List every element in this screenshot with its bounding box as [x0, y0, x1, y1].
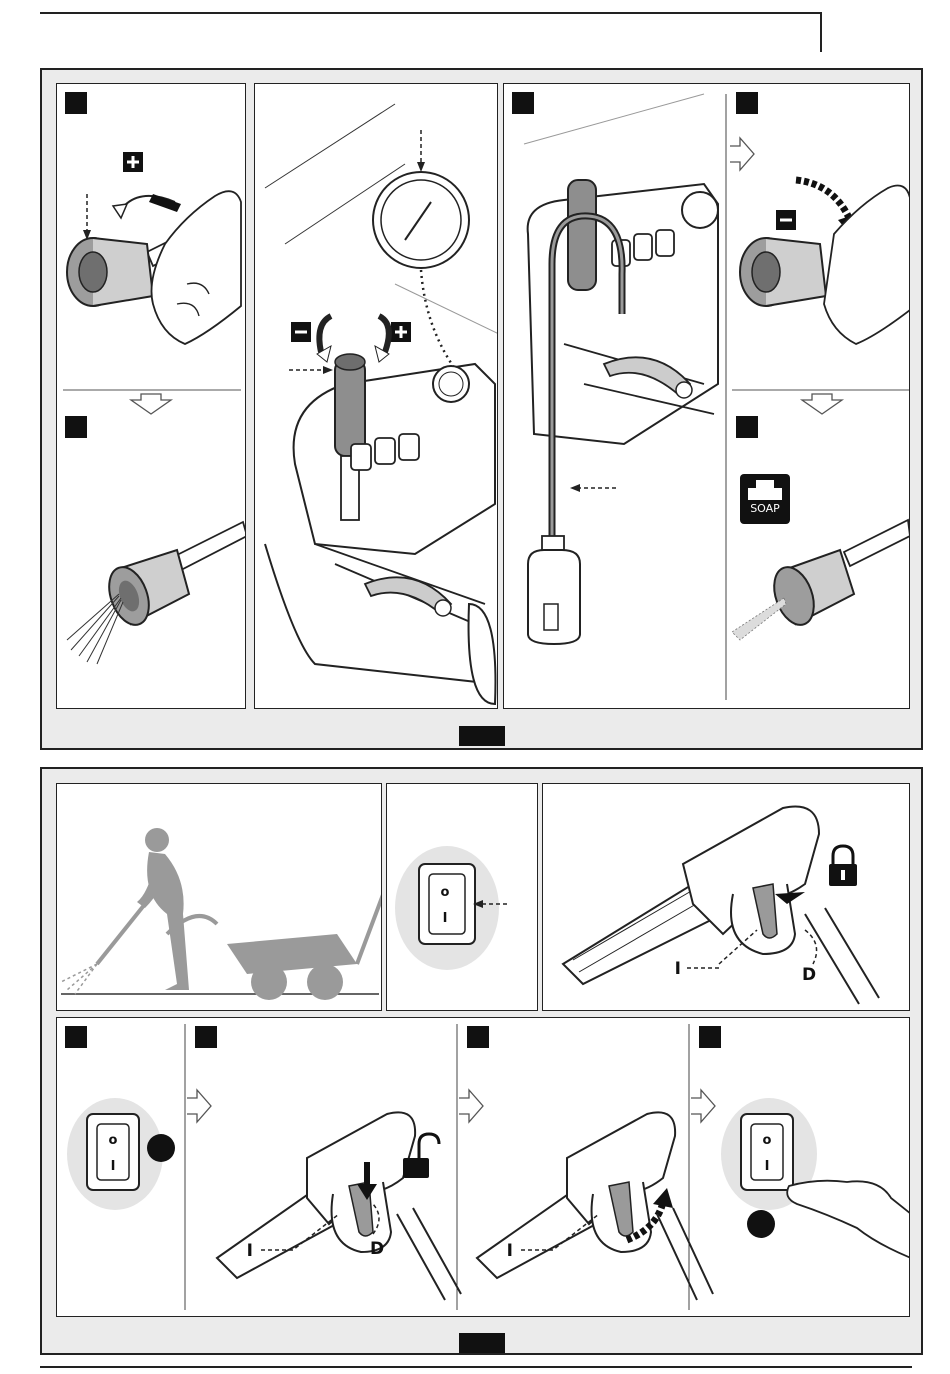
spray-gun-locked-illustration: I D	[543, 784, 910, 1011]
right-arrow-icon	[730, 138, 754, 170]
nozzle-high-pressure-illustration	[57, 84, 246, 709]
trigger-label-I: I	[247, 1241, 253, 1261]
panel-nozzle-adjust	[56, 83, 246, 709]
right-arrow-icon	[691, 1090, 715, 1122]
switch-off-label: o	[109, 1133, 118, 1148]
trigger-label-I: I	[675, 959, 681, 979]
figure-tab	[459, 1333, 505, 1353]
footer-rule	[40, 1366, 912, 1368]
figure-top: SOAP	[40, 68, 923, 750]
detergent-suction-illustration: SOAP	[504, 84, 910, 709]
right-arrow-icon	[459, 1090, 483, 1122]
trigger-label-D: D	[802, 965, 816, 985]
figure-tab	[459, 726, 505, 746]
switch-off-label: o	[441, 885, 450, 900]
unlock-icon	[419, 1134, 439, 1158]
switch-on-label: I	[765, 1159, 770, 1174]
lock-icon	[833, 846, 853, 864]
panel-pressure-regulator	[254, 83, 498, 709]
trigger-label-I: I	[507, 1241, 513, 1261]
operator-with-washer-illustration	[57, 784, 382, 1011]
switch-on-label: I	[443, 911, 448, 926]
pump-regulator-illustration	[255, 84, 498, 709]
switch-on-label: I	[111, 1159, 116, 1174]
panel-switch: o I	[386, 783, 538, 1011]
header-rule-end	[820, 12, 822, 52]
panel-operator	[56, 783, 382, 1011]
trigger-label-D: D	[370, 1239, 384, 1259]
panel-sequence: o I I D I	[56, 1017, 910, 1317]
start-sequence-illustration: o I I D I	[57, 1018, 910, 1317]
panel-detergent: SOAP	[503, 83, 910, 709]
switch-off-label: o	[763, 1133, 772, 1148]
figure-bottom: o I I D	[40, 767, 923, 1355]
power-switch-illustration: o I	[387, 784, 538, 1011]
right-arrow-icon	[187, 1090, 211, 1122]
down-arrow-icon	[131, 394, 171, 414]
down-arrow-icon	[802, 394, 842, 414]
panel-gun-locked: I D	[542, 783, 910, 1011]
header-rule	[40, 12, 822, 14]
soap-label: SOAP	[750, 502, 780, 515]
